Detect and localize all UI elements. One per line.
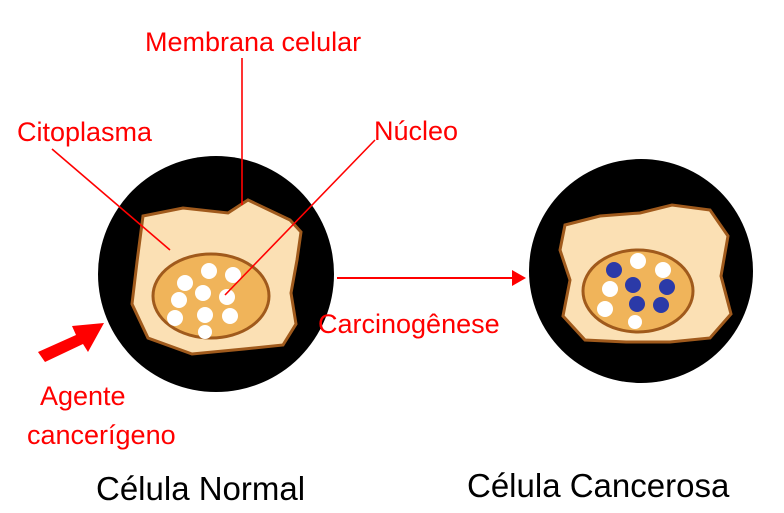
chromatin-dot <box>198 325 212 339</box>
chromatin-dot <box>197 307 213 323</box>
chromatin-dot <box>629 296 645 312</box>
cytoplasm-pointer-line <box>51 148 171 251</box>
chromatin-dot <box>219 289 235 305</box>
chromatin-dot <box>225 267 241 283</box>
agent-arrow-icon <box>38 323 104 362</box>
chromatin-dot <box>630 253 646 269</box>
chromatin-dot <box>167 310 183 326</box>
nucleus-pointer-line <box>224 139 376 296</box>
normal-cell-caption: Célula Normal <box>96 470 305 507</box>
chromatin-dot <box>201 263 217 279</box>
chromatin-dot <box>222 308 238 324</box>
normal-cell <box>98 156 334 392</box>
cancer-cell-caption: Célula Cancerosa <box>467 467 730 504</box>
agent-arrow <box>38 323 104 362</box>
chromatin-dot <box>195 285 211 301</box>
chromatin-dot <box>653 297 669 313</box>
chromatin-dot <box>625 277 641 293</box>
chromatin-dot <box>628 315 642 329</box>
chromatin-dot <box>597 301 613 317</box>
normal-chromatin <box>167 263 241 339</box>
nucleus-label: Núcleo <box>374 116 458 146</box>
chromatin-dot <box>177 275 193 291</box>
carcinogenesis-arrow <box>337 270 526 286</box>
cancer-cell <box>529 159 753 383</box>
chromatin-dot <box>171 292 187 308</box>
agent-label-line2: cancerígeno <box>27 420 176 450</box>
cancer-chromatin <box>597 253 675 329</box>
membrane-label: Membrana celular <box>145 27 361 57</box>
agent-label-line1: Agente <box>40 381 126 411</box>
carcinogenesis-arrowhead-icon <box>512 270 526 286</box>
chromatin-dot <box>659 279 675 295</box>
chromatin-dot <box>655 262 671 278</box>
pointer-lines <box>51 58 376 296</box>
cytoplasm-label: Citoplasma <box>17 117 153 147</box>
chromatin-dot <box>606 262 622 278</box>
chromatin-dot <box>602 281 618 297</box>
carcinogenesis-label: Carcinogênese <box>318 309 500 339</box>
